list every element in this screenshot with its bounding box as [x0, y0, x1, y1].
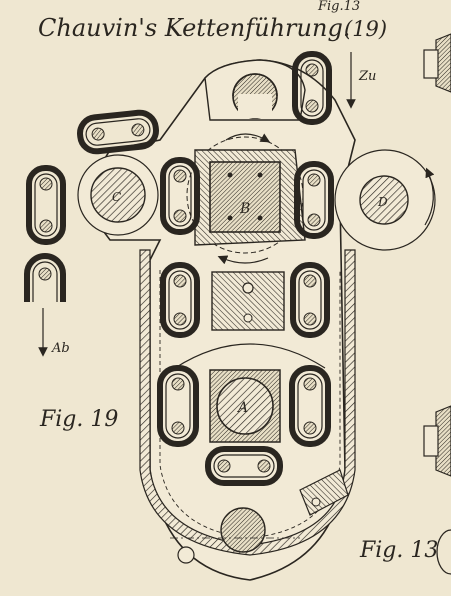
label-zu: Zu: [358, 69, 376, 84]
chain-link-cut: [24, 253, 66, 302]
label-b: B: [239, 201, 250, 217]
wheel-c: [77, 154, 159, 236]
middle-block: [211, 271, 285, 331]
chain-link: [290, 262, 330, 338]
cropped-figure-label: Fig.13: [317, 0, 360, 14]
chain-link: [157, 365, 199, 447]
chain-link: [26, 165, 66, 245]
chain: [24, 51, 334, 486]
chain-link: [77, 109, 159, 155]
chain-link: [292, 51, 332, 125]
label-a: A: [236, 400, 248, 416]
label-d: D: [377, 195, 388, 209]
figure-caption-13: Fig. 13: [359, 538, 438, 563]
wheel-d: [334, 149, 436, 251]
title-number: (19): [344, 17, 387, 41]
label-c: C: [112, 190, 121, 204]
page-title: Chauvin's Kettenführung.: [38, 14, 350, 42]
chain-link: [160, 157, 200, 235]
wheel-a: [174, 343, 326, 443]
wheel-b: [186, 133, 306, 265]
chain-link: [160, 262, 200, 338]
top-bearing: [204, 59, 306, 121]
chain-link: [289, 365, 331, 447]
label-ab: Ab: [51, 341, 70, 356]
chain-link: [205, 446, 283, 486]
fig13-fragment: [423, 33, 451, 575]
bottom-lug: [170, 469, 349, 564]
figure-caption-19: Fig. 19: [39, 407, 118, 432]
chain-link: [294, 161, 334, 239]
